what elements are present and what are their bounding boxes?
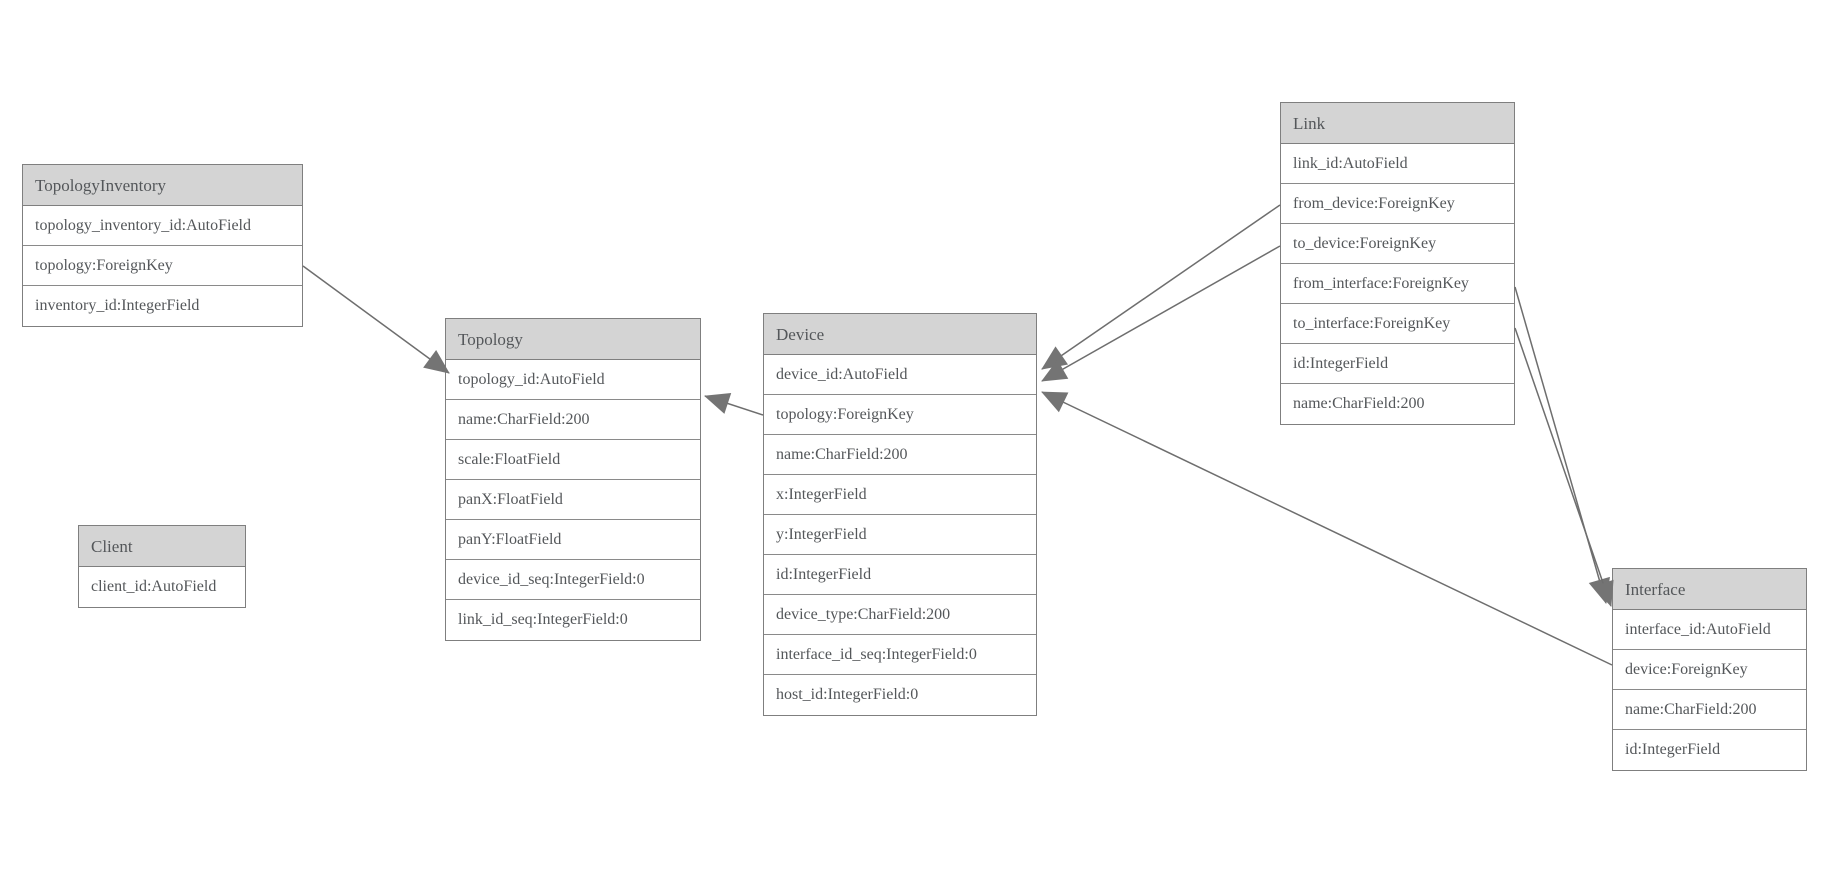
entity-title-topology: Topology bbox=[446, 319, 700, 360]
relation-link-from_interface-to-interface-interface_id bbox=[1514, 286, 1610, 604]
relation-link-to_device-to-device-device_id bbox=[1041, 245, 1281, 382]
field-row-to_device: to_device:ForeignKey bbox=[1281, 224, 1514, 264]
field-row-device_id: device_id:AutoField bbox=[764, 355, 1036, 395]
relation-link-from_device-to-device-device_id bbox=[1041, 204, 1281, 370]
field-row-from_interface: from_interface:ForeignKey bbox=[1281, 264, 1514, 304]
field-row-panX: panX:FloatField bbox=[446, 480, 700, 520]
entity-title-client: Client bbox=[79, 526, 245, 567]
field-row-name: name:CharField:200 bbox=[1613, 690, 1806, 730]
relation-device-topology-to-topology-topology_id bbox=[704, 393, 764, 416]
field-row-id: id:IntegerField bbox=[1281, 344, 1514, 384]
field-row-x: x:IntegerField bbox=[764, 475, 1036, 515]
field-row-name: name:CharField:200 bbox=[764, 435, 1036, 475]
field-row-name: name:CharField:200 bbox=[446, 400, 700, 440]
field-row-client_id: client_id:AutoField bbox=[79, 567, 245, 607]
field-row-device: device:ForeignKey bbox=[1613, 650, 1806, 690]
field-row-topology_id: topology_id:AutoField bbox=[446, 360, 700, 400]
entity-title-interface: Interface bbox=[1613, 569, 1806, 610]
field-row-interface_id_seq: interface_id_seq:IntegerField:0 bbox=[764, 635, 1036, 675]
field-row-topology: topology:ForeignKey bbox=[764, 395, 1036, 435]
relation-interface-device-to-device-device_id bbox=[1041, 391, 1613, 666]
field-row-id: id:IntegerField bbox=[764, 555, 1036, 595]
field-row-scale: scale:FloatField bbox=[446, 440, 700, 480]
entity-title-device: Device bbox=[764, 314, 1036, 355]
field-row-to_interface: to_interface:ForeignKey bbox=[1281, 304, 1514, 344]
field-row-link_id_seq: link_id_seq:IntegerField:0 bbox=[446, 600, 700, 640]
field-row-name: name:CharField:200 bbox=[1281, 384, 1514, 424]
field-row-panY: panY:FloatField bbox=[446, 520, 700, 560]
field-row-id: id:IntegerField bbox=[1613, 730, 1806, 770]
field-row-inventory_id: inventory_id:IntegerField bbox=[23, 286, 302, 326]
relation-link-to_interface-to-interface-interface_id bbox=[1514, 327, 1614, 607]
field-row-host_id: host_id:IntegerField:0 bbox=[764, 675, 1036, 715]
field-row-topology: topology:ForeignKey bbox=[23, 246, 302, 286]
entity-title-topologyinventory: TopologyInventory bbox=[23, 165, 302, 206]
field-row-link_id: link_id:AutoField bbox=[1281, 144, 1514, 184]
relation-topologyinventory-topology-to-topology-topology_id bbox=[302, 265, 450, 374]
field-row-device_type: device_type:CharField:200 bbox=[764, 595, 1036, 635]
field-row-device_id_seq: device_id_seq:IntegerField:0 bbox=[446, 560, 700, 600]
entity-title-link: Link bbox=[1281, 103, 1514, 144]
field-row-from_device: from_device:ForeignKey bbox=[1281, 184, 1514, 224]
field-row-topology_inventory_id: topology_inventory_id:AutoField bbox=[23, 206, 302, 246]
field-row-interface_id: interface_id:AutoField bbox=[1613, 610, 1806, 650]
field-row-y: y:IntegerField bbox=[764, 515, 1036, 555]
